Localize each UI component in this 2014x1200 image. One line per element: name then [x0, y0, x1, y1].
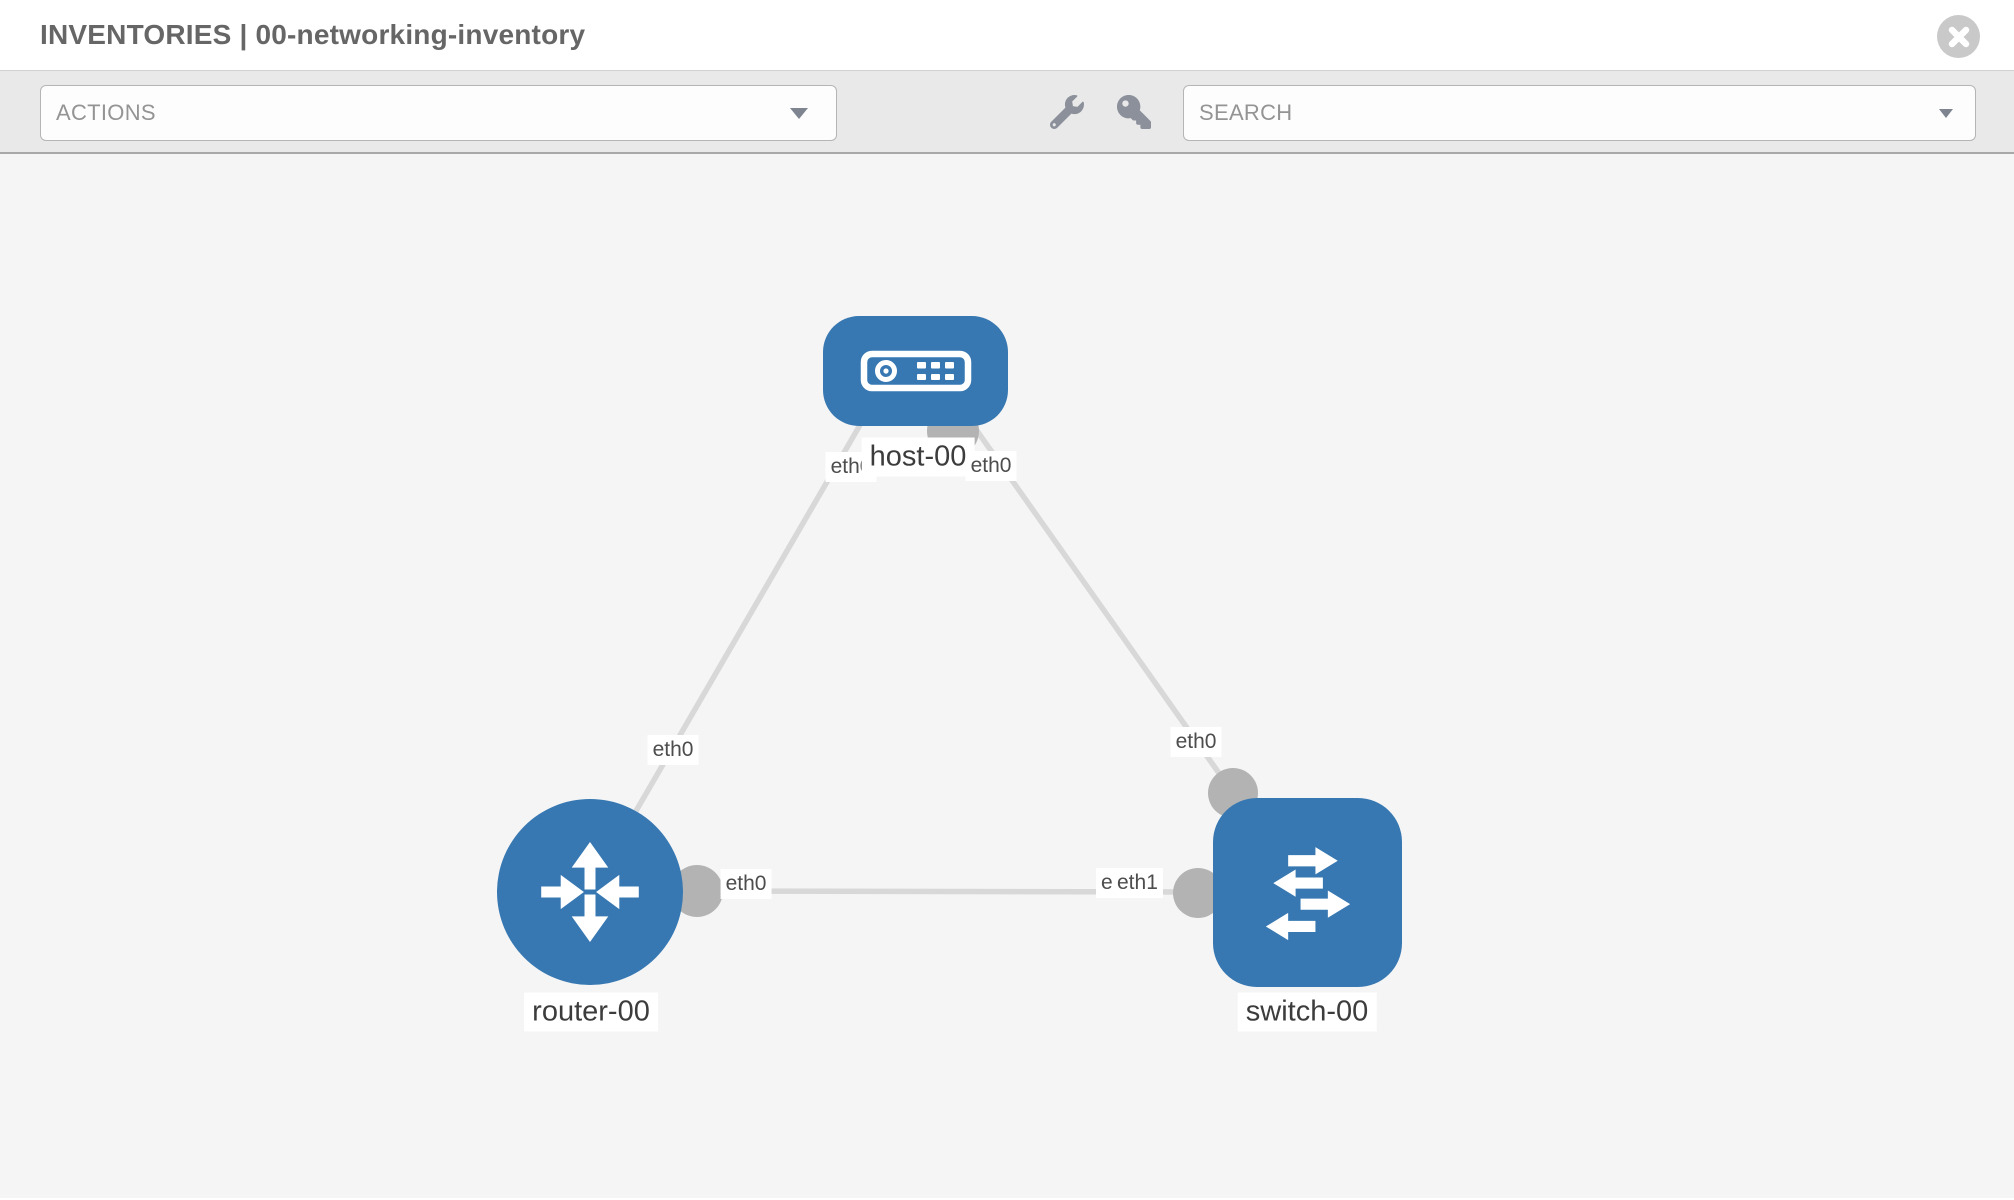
node-host-00[interactable]	[823, 316, 1008, 426]
credentials-button[interactable]	[1117, 94, 1151, 129]
wrench-icon	[1050, 94, 1084, 129]
header: INVENTORIES | 00-networking-inventory	[0, 0, 2014, 71]
interface-label: eth0	[647, 735, 699, 765]
topology-canvas[interactable]: eth0 host-00 eth0 eth0 eth0 eth0 eth0 et…	[0, 154, 2014, 1198]
interface-circle-router[interactable]	[671, 865, 723, 917]
configure-button[interactable]	[1050, 94, 1084, 129]
chevron-down-icon	[1939, 108, 1953, 118]
interface-label: eth0	[1170, 727, 1222, 757]
page-title: INVENTORIES | 00-networking-inventory	[40, 19, 586, 50]
router-icon	[541, 841, 639, 943]
interface-label: eth1	[1112, 868, 1163, 898]
node-label-host-00: host-00	[861, 437, 975, 477]
node-router-00[interactable]	[497, 799, 683, 985]
node-switch-00[interactable]	[1213, 798, 1402, 987]
switch-icon	[1265, 846, 1350, 940]
search-placeholder: SEARCH	[1199, 100, 1293, 125]
interface-label: eth0	[720, 869, 772, 899]
actions-dropdown[interactable]: ACTIONS	[40, 85, 837, 141]
host-icon	[860, 350, 971, 392]
links-layer	[633, 405, 1258, 918]
actions-dropdown-label: ACTIONS	[56, 100, 156, 125]
close-button[interactable]	[1937, 15, 1980, 58]
interface-circle-switch-left[interactable]	[1173, 868, 1223, 918]
interface-label: eth0	[965, 451, 1017, 481]
toolbar: ACTIONS SEARCH	[0, 71, 2014, 154]
close-icon	[1948, 26, 1969, 47]
key-icon	[1117, 94, 1151, 129]
node-label-router-00: router-00	[524, 992, 658, 1032]
search-dropdown[interactable]: SEARCH	[1183, 85, 1976, 141]
chevron-down-icon	[790, 107, 808, 119]
node-label-switch-00: switch-00	[1237, 992, 1377, 1032]
